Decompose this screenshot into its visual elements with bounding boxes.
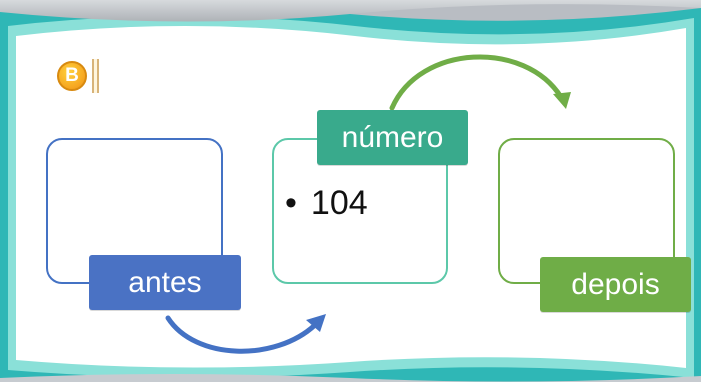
label-antes: antes <box>89 255 241 310</box>
label-numero: número <box>317 110 468 165</box>
b-badge-icon: B <box>57 61 87 91</box>
label-depois: depois <box>540 257 691 312</box>
badge-letter: B <box>65 65 79 86</box>
scroll-tab-icon <box>92 59 99 93</box>
numero-list-item: • 104 <box>285 184 368 223</box>
numero-value: 104 <box>310 184 368 222</box>
bullet-icon: • <box>285 184 297 222</box>
